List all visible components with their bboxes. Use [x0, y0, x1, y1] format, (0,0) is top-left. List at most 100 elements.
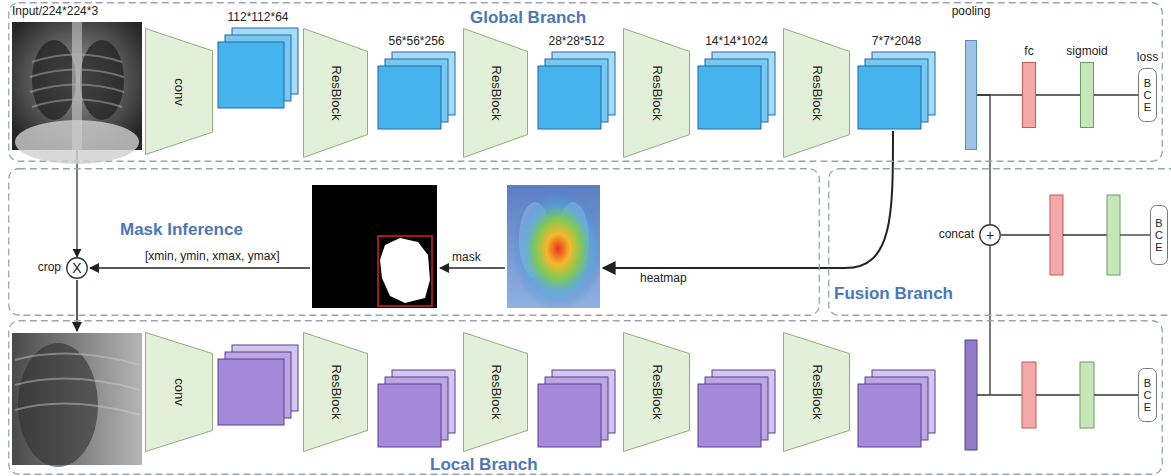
heatmap-arrow	[603, 131, 893, 268]
cropped-ribs	[15, 354, 140, 415]
operator-circle	[980, 225, 1001, 246]
wire	[1120, 234, 1150, 235]
sigmoid-layer-shape	[1080, 62, 1094, 128]
mask-blob	[380, 238, 430, 303]
layer-name: conv	[172, 378, 187, 405]
feature-map: 7*7*2048	[858, 52, 935, 129]
connector	[76, 150, 77, 257]
resblock: ResBlock	[783, 332, 850, 452]
branch-title: Mask Inference	[120, 220, 243, 240]
heatmap-overlay	[507, 185, 600, 308]
trapezoid-outline	[304, 333, 368, 452]
operator-symbol: X	[72, 261, 81, 275]
loss-box: lossBCE	[1138, 68, 1157, 122]
panel-outline	[9, 169, 820, 316]
resblock: ResBlock	[303, 28, 368, 158]
loss-outline	[1151, 206, 1168, 265]
resblock: ResBlock	[623, 332, 690, 452]
dimension-label: 56*56*256	[388, 35, 444, 49]
feature-map: 28*28*512	[538, 52, 615, 129]
feature-square	[858, 384, 921, 447]
fc-layer: fc	[1022, 62, 1036, 128]
pooling-bar	[965, 340, 977, 450]
dimension-label: 112*112*64	[228, 11, 289, 25]
trapezoid-outline	[784, 29, 850, 158]
flow-label: heatmap	[640, 272, 687, 286]
wire	[977, 394, 1022, 395]
operator-symbol: +	[986, 228, 994, 242]
branch-panel: Local Branch conv ResBlock ResBlock ResBlock…	[8, 320, 1163, 475]
branch-panel: Fusion Branchconcat+BCE	[828, 168, 1171, 316]
image-caption: Input/224*224*3	[12, 5, 98, 19]
input-xray-shape	[12, 22, 142, 150]
feature-map: 56*56*256	[378, 52, 455, 129]
xray-abdomen	[15, 120, 139, 164]
conv-block: conv	[145, 332, 213, 452]
feature-square	[698, 66, 761, 129]
loss-name: BCE	[1142, 77, 1153, 113]
trapezoid-outline	[624, 333, 690, 452]
resblock: ResBlock	[303, 332, 368, 452]
feature-map: 112*112*64	[218, 28, 298, 110]
layer-name: ResBlock	[809, 365, 824, 420]
loss-name: BCE	[1142, 377, 1153, 413]
connector	[1094, 94, 1138, 95]
trapezoid-outline	[146, 333, 213, 452]
feature-square	[378, 384, 441, 447]
resblock: ResBlock	[783, 28, 850, 158]
trapezoid-outline	[304, 29, 368, 158]
feature-map-shape	[218, 28, 298, 110]
loss-label: loss	[1137, 51, 1158, 65]
layer-bar	[1023, 63, 1036, 128]
feature-map	[218, 345, 298, 425]
sigmoid-layer	[1107, 195, 1120, 275]
operator-label: crop	[38, 261, 61, 275]
xray-lung	[32, 40, 76, 120]
loss-outline	[1139, 369, 1157, 422]
feature-square	[538, 384, 601, 447]
operator-circle	[67, 258, 88, 279]
layer-name: conv	[172, 78, 187, 105]
flow-label: mask	[452, 251, 481, 265]
conv-block: conv	[145, 28, 213, 155]
input-xray: Input/224*224*3	[12, 22, 142, 150]
feature-map: 14*14*1024	[698, 52, 775, 129]
feature-map	[538, 370, 615, 447]
mask-arrow	[440, 267, 505, 269]
layer-name: ResBlock	[649, 365, 664, 420]
panel-outline	[9, 321, 1163, 475]
mask-image	[312, 185, 437, 308]
branch-title: Local Branch	[430, 455, 538, 475]
loss-name: BCE	[1154, 217, 1165, 253]
fc-layer	[1022, 362, 1036, 428]
pooling-bar-shape	[965, 40, 977, 150]
layer-label: pooling	[952, 5, 991, 19]
branch-panel: Mask InferencecropX	[8, 168, 820, 316]
xray-lung	[80, 40, 124, 120]
feature-map	[698, 370, 775, 447]
panel-outline	[9, 3, 1163, 162]
layer-label: fc	[1024, 45, 1033, 59]
layer-name: ResBlock	[649, 66, 664, 121]
layer-name: ResBlock	[328, 66, 343, 121]
feature-map-shape	[378, 52, 455, 129]
layer-label: sigmoid	[1066, 45, 1107, 59]
heatmap-image	[507, 185, 600, 308]
feature-map-shape	[698, 52, 775, 129]
bounding-box	[378, 236, 432, 306]
fc-layer	[1050, 195, 1063, 275]
fc-layer-shape	[1022, 62, 1036, 128]
feature-map-shape	[858, 52, 935, 129]
branch-panel-shape	[8, 168, 820, 316]
wire	[1001, 234, 1050, 235]
feature-square	[218, 42, 284, 108]
feature-square	[698, 384, 761, 447]
resblock: ResBlock	[463, 332, 528, 452]
layer-name: ResBlock	[488, 66, 503, 121]
wire	[1036, 394, 1080, 395]
crop-operator: cropX	[66, 257, 88, 279]
layer-name: ResBlock	[809, 66, 824, 121]
operator-label: concat	[939, 228, 974, 242]
pooling-bar: pooling	[965, 40, 977, 150]
